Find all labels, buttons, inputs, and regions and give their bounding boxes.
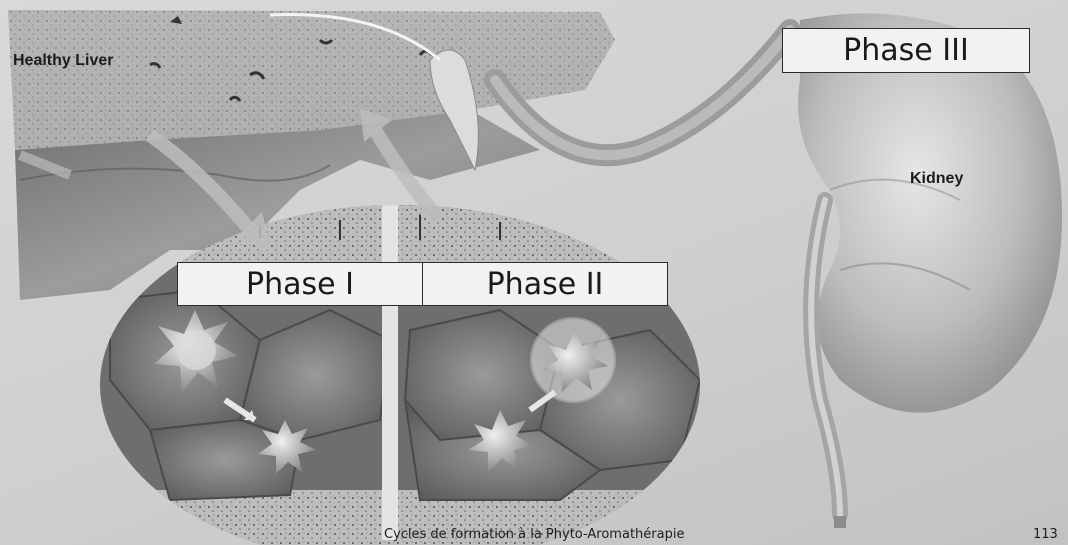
phase-three-box: Phase III [782, 28, 1030, 73]
phase-one-box: Phase I [177, 262, 423, 306]
kidney-organ [798, 13, 1062, 528]
kidney-label: Kidney [910, 170, 963, 188]
healthy-liver-label: Healthy Liver [13, 52, 113, 70]
phase-two-box: Phase II [422, 262, 668, 306]
page-number: 113 [1033, 527, 1058, 542]
footer-caption: Cycles de formation à la Phyto-Aromathér… [384, 527, 684, 542]
